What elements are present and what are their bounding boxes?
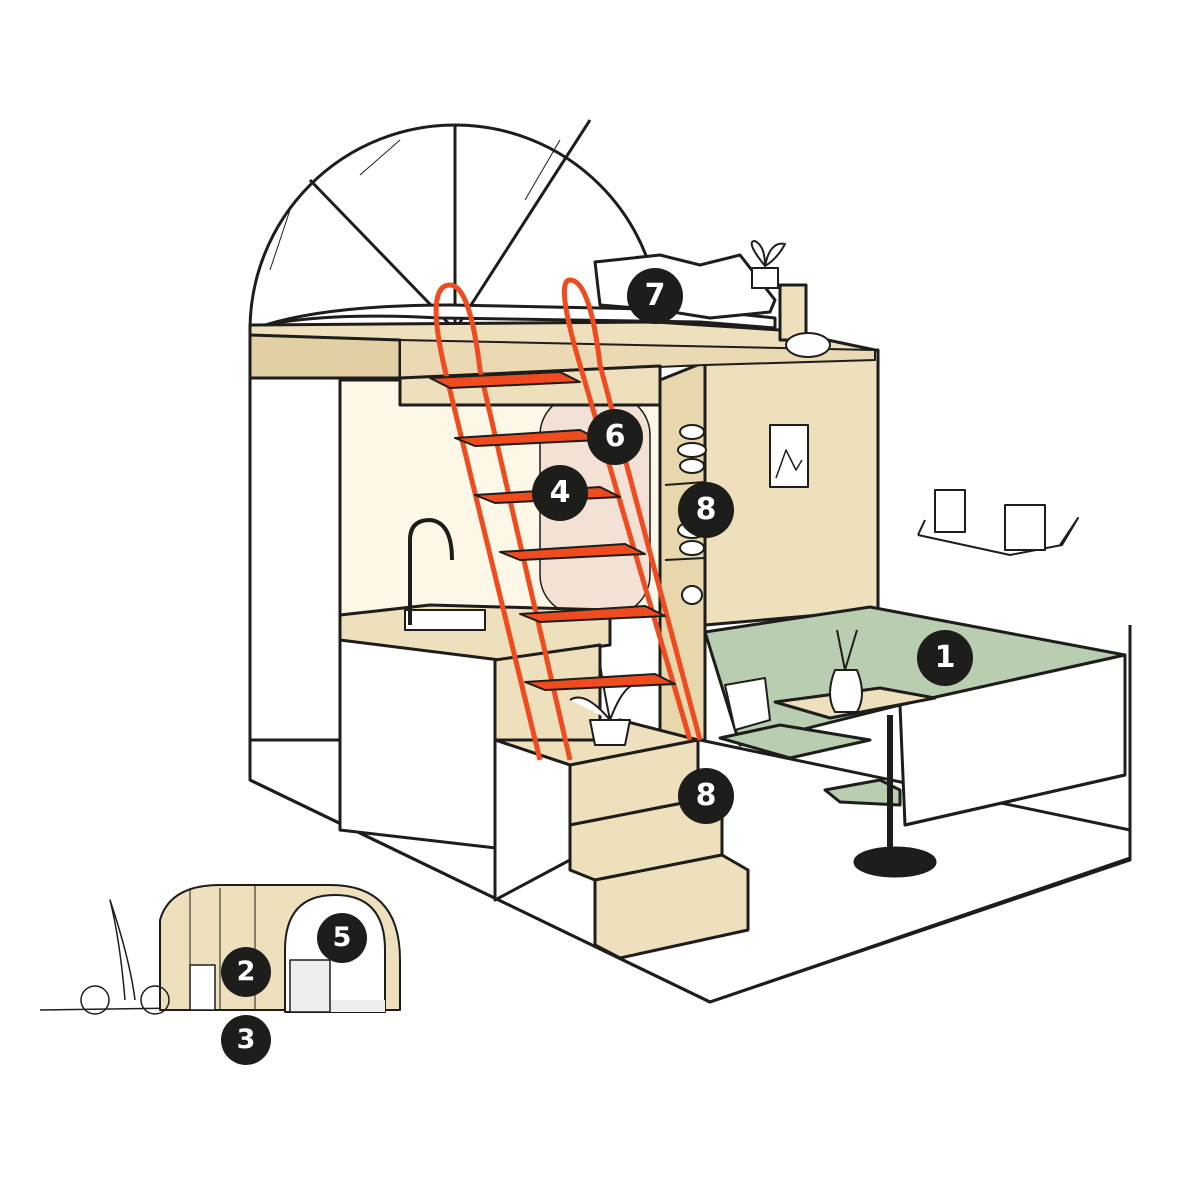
cushion: [724, 677, 771, 731]
table-base: [853, 846, 937, 878]
callout-arched-window: 5: [317, 913, 367, 963]
wall-shelf: [917, 517, 1079, 556]
callout-loft-bed: 7: [627, 268, 683, 324]
cat: [785, 332, 831, 358]
ladder: [433, 277, 703, 761]
callout-kitchen: 4: [532, 465, 588, 521]
shelf-items: [664, 424, 707, 605]
booth-seat: [718, 723, 872, 760]
callout-ladder: 6: [587, 409, 643, 465]
stair-block-bottom: [593, 853, 750, 960]
vase: [829, 629, 863, 713]
callout-storage-stairs: 8: [678, 768, 734, 824]
callout-cabin-window: 2: [221, 947, 271, 997]
cabin-tree: [109, 899, 136, 1001]
booth-seat-front: [823, 778, 902, 807]
faucet: [408, 518, 454, 625]
callout-shelving: 8: [678, 482, 734, 538]
callout-cabin-wall: 3: [221, 1015, 271, 1065]
callout-dining-booth: 1: [917, 630, 973, 686]
plant-loft: [750, 240, 786, 289]
plant-stairs: [569, 659, 641, 746]
